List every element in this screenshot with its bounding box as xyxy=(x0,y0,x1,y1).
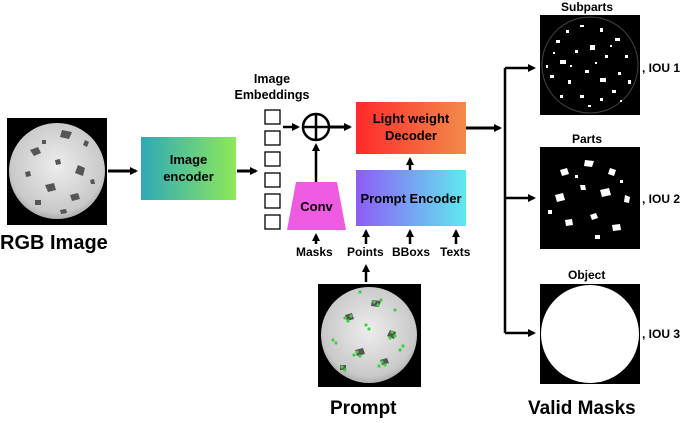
prompt-label: Prompt xyxy=(330,398,397,419)
conv-label: Conv xyxy=(300,198,333,214)
rgb-image-label: RGB Image xyxy=(0,232,108,254)
mask-parts xyxy=(540,147,640,249)
masks-label: Masks xyxy=(296,245,333,259)
output-iou-3: , IOU 3 xyxy=(642,327,681,341)
output-iou-1: , IOU 1 xyxy=(642,61,681,75)
decoder-label: Light weight Decoder xyxy=(372,111,450,143)
embeddings-label: Image Embeddings xyxy=(234,72,310,102)
output-name-subparts: Subparts xyxy=(561,0,614,14)
mask-object xyxy=(540,284,640,384)
texts-label: Texts xyxy=(440,245,471,259)
embedding-stack xyxy=(264,109,281,230)
image-encoder-box xyxy=(141,137,236,200)
output-name-object: Object xyxy=(568,268,606,282)
valid-masks-title: Valid Masks xyxy=(528,398,636,419)
prompt-image xyxy=(318,284,421,387)
conv-block xyxy=(287,182,346,230)
image-encoder-label: Image encoder xyxy=(163,152,214,184)
output-iou-2: , IOU 2 xyxy=(642,192,681,206)
output-name-parts: Parts xyxy=(572,132,603,146)
mask-subparts xyxy=(540,15,640,115)
prompt-encoder-label: Prompt Encoder xyxy=(360,190,462,206)
decoder-box xyxy=(356,102,466,154)
prompt-encoder-box xyxy=(356,170,466,226)
bboxs-label: BBoxs xyxy=(392,245,431,259)
rgb-image xyxy=(7,118,107,225)
sum-node xyxy=(301,112,331,142)
points-label: Points xyxy=(347,245,384,259)
